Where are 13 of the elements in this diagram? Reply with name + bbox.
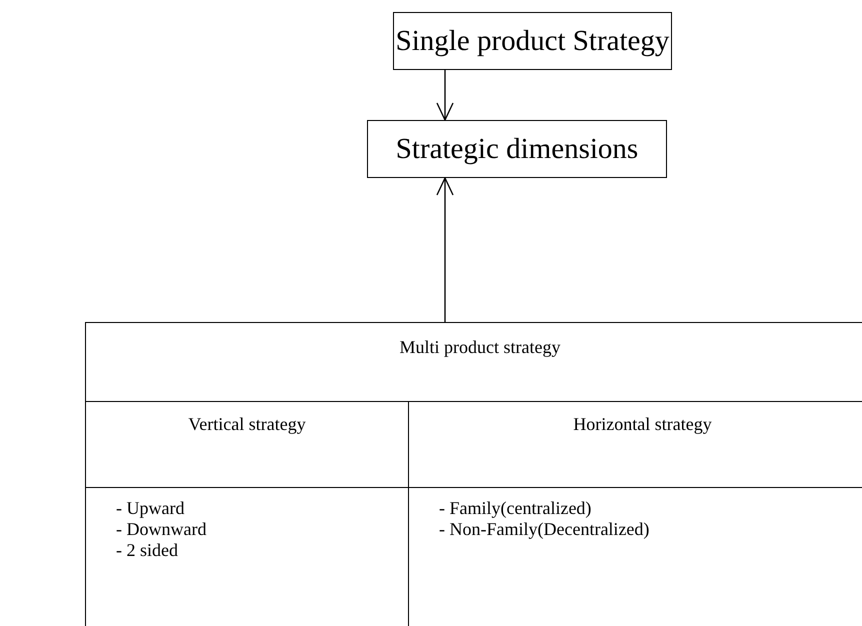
arrow <box>436 177 454 322</box>
table-cell: Vertical strategy <box>86 401 409 487</box>
list-item: - Downward <box>116 519 206 540</box>
arrow <box>436 70 454 121</box>
list-item: - Family(centralized) <box>439 498 592 519</box>
list-item: - Non-Family(Decentralized) <box>439 519 650 540</box>
process-box: Strategic dimensions <box>367 120 667 178</box>
table <box>85 322 862 626</box>
table-cell <box>86 487 409 626</box>
list-item: - Upward <box>116 498 184 519</box>
list-item: - 2 sided <box>116 540 178 561</box>
table-heading: Multi product strategy <box>398 337 562 358</box>
process-box: Single product Strategy <box>393 12 672 70</box>
